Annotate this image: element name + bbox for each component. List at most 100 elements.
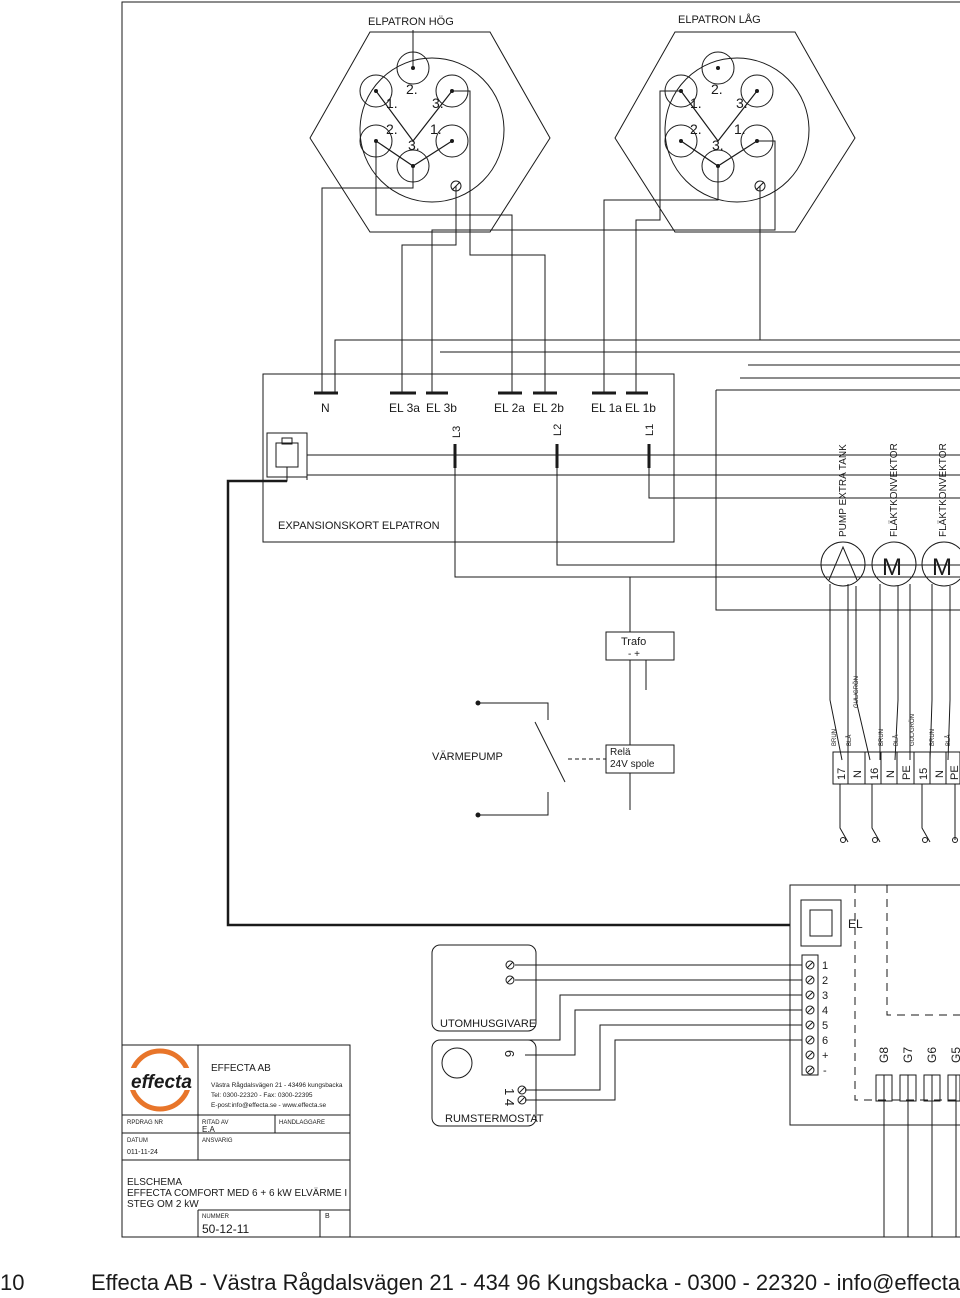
heatpump-label: VÄRMEPUMP bbox=[432, 751, 503, 763]
trafo-poles: - + bbox=[628, 649, 640, 660]
fan2-label: FLÄKTKONVEKTOR bbox=[937, 443, 949, 537]
g-label: G7 bbox=[901, 1047, 915, 1063]
terminal-label: 17 bbox=[836, 768, 848, 780]
terminal-bars bbox=[314, 391, 651, 468]
terminal-label: 16 bbox=[869, 768, 881, 780]
g-label: G6 bbox=[925, 1047, 939, 1063]
control-board bbox=[789, 884, 960, 1126]
terminal-label: N bbox=[934, 770, 946, 778]
date-label: DATUM bbox=[127, 1138, 148, 1144]
wire-color: BLÅ bbox=[893, 735, 900, 746]
trafo bbox=[605, 631, 675, 745]
pin-label: 3. bbox=[432, 95, 444, 111]
phase-l3: L3 bbox=[451, 426, 463, 438]
pin-label: 2. bbox=[406, 81, 418, 97]
terminal-n: N bbox=[321, 401, 330, 415]
effecta-logo: effecta bbox=[125, 1048, 197, 1112]
order-label: RPDRAG NR bbox=[127, 1120, 164, 1126]
sensor-wires bbox=[515, 964, 802, 1101]
fan1-label: FLÄKTKONVEKTOR bbox=[888, 443, 900, 537]
block-label: 2 bbox=[822, 975, 828, 987]
outdoor-sensor-label: UTOMHUSGIVARE bbox=[440, 1018, 536, 1030]
title-block bbox=[122, 1044, 351, 1237]
outdoor-sensor-number: 6 bbox=[502, 1050, 517, 1057]
fan-convector-2 bbox=[921, 541, 960, 587]
trafo-title: Trafo bbox=[621, 636, 646, 648]
outdoor-sensor bbox=[431, 944, 537, 1032]
responsible-label: ANSVARIG bbox=[202, 1138, 233, 1144]
expansion-card bbox=[262, 373, 675, 543]
pin-label: 2. bbox=[690, 121, 702, 137]
motor-leads bbox=[829, 584, 951, 761]
motor-symbol: M bbox=[882, 554, 902, 581]
terminal-label: PE bbox=[949, 765, 960, 780]
date-value: 011-11-24 bbox=[127, 1149, 158, 1156]
el-label: EL bbox=[848, 917, 863, 931]
block-label: 1 bbox=[822, 960, 828, 972]
schema-title: STEG OM 2 kW bbox=[127, 1199, 199, 1210]
pin-label: 1. bbox=[734, 121, 746, 137]
company-email: E-post:info@effecta.se - www.effecta.se bbox=[211, 1102, 326, 1109]
pin-label: 3. bbox=[408, 137, 420, 153]
block-label: - bbox=[823, 1065, 827, 1077]
revision: B bbox=[325, 1213, 330, 1220]
fan-convector-1 bbox=[871, 541, 917, 587]
block-label: 6 bbox=[822, 1035, 828, 1047]
connector-low bbox=[614, 31, 856, 233]
logo-text: effecta bbox=[131, 1072, 192, 1093]
company-phone: Tel: 0300-22320 - Fax: 0300-22395 bbox=[211, 1092, 313, 1099]
pin-label: 3. bbox=[712, 137, 724, 153]
motor-symbol: M bbox=[932, 554, 952, 581]
pump-extra-tank bbox=[820, 541, 866, 587]
pin-label: 1. bbox=[386, 95, 398, 111]
pin-label: 1. bbox=[690, 95, 702, 111]
wire-color: BLÅ bbox=[945, 735, 952, 746]
drawn-label: RITAD AV bbox=[202, 1120, 228, 1126]
terminal-label: N bbox=[852, 770, 864, 778]
card-wires bbox=[227, 364, 960, 926]
block-label: 3 bbox=[822, 990, 828, 1002]
room-thermostat bbox=[431, 1039, 537, 1127]
g-label: G8 bbox=[877, 1047, 891, 1063]
relay-label: Relä bbox=[610, 747, 631, 758]
footer-contact: Effecta AB - Västra Rågdalsvägen 21 - 43… bbox=[91, 1270, 960, 1295]
terminal-el3a: EL 3a bbox=[389, 401, 420, 415]
terminal-el1b: EL 1b bbox=[625, 401, 656, 415]
phase-l1: L1 bbox=[644, 424, 656, 436]
page-footer: 10 Effecta AB - Västra Rågdalsvägen 21 -… bbox=[0, 1268, 960, 1298]
wire-color: GUL/GRÖN bbox=[853, 676, 860, 708]
heatpump-switch bbox=[475, 700, 566, 818]
schema-title: EFFECTA COMFORT MED 6 + 6 kW ELVÄRME I bbox=[127, 1187, 347, 1199]
relay-label: 24V spole bbox=[610, 759, 655, 770]
block-label: + bbox=[822, 1050, 828, 1062]
terminal-el2a: EL 2a bbox=[494, 401, 525, 415]
pin-label: 2. bbox=[711, 81, 723, 97]
pin-label: 2. bbox=[386, 121, 398, 137]
connector-high-title: ELPATRON HÖG bbox=[368, 16, 454, 28]
pin-label: 3. bbox=[736, 95, 748, 111]
relay bbox=[568, 744, 675, 810]
expansion-card-title: EXPANSIONSKORT ELPATRON bbox=[278, 520, 440, 532]
terminal-strip bbox=[832, 751, 960, 785]
drawn-value: E.A bbox=[202, 1125, 216, 1134]
page-number: 10 bbox=[0, 1270, 25, 1295]
block-screws bbox=[805, 960, 815, 1075]
terminal-el1a: EL 1a bbox=[591, 401, 622, 415]
number-value: 50-12-11 bbox=[202, 1222, 249, 1236]
pump-label: PUMP EXTRA TANK bbox=[838, 444, 849, 537]
wire-color: BRUN bbox=[930, 729, 936, 746]
thermostat-label: RUMSTERMOSTAT bbox=[445, 1113, 544, 1125]
terminal-el3b: EL 3b bbox=[426, 401, 457, 415]
g-connectors bbox=[875, 1074, 960, 1237]
terminal-label: 15 bbox=[918, 768, 930, 780]
wire-color: GUL/GRÖN bbox=[909, 714, 916, 746]
wire-color: BRUN bbox=[832, 729, 838, 746]
g-label: G5 bbox=[949, 1047, 960, 1063]
number-label: NUMMER bbox=[202, 1214, 230, 1220]
wire-color: BRUN bbox=[879, 729, 885, 746]
connector-low-title: ELPATRON LÅG bbox=[678, 13, 761, 26]
wire-color: BLÅ bbox=[846, 735, 853, 746]
handler-label: HANDLAGGARE bbox=[279, 1120, 325, 1126]
drawing-frame bbox=[121, 1, 960, 1238]
